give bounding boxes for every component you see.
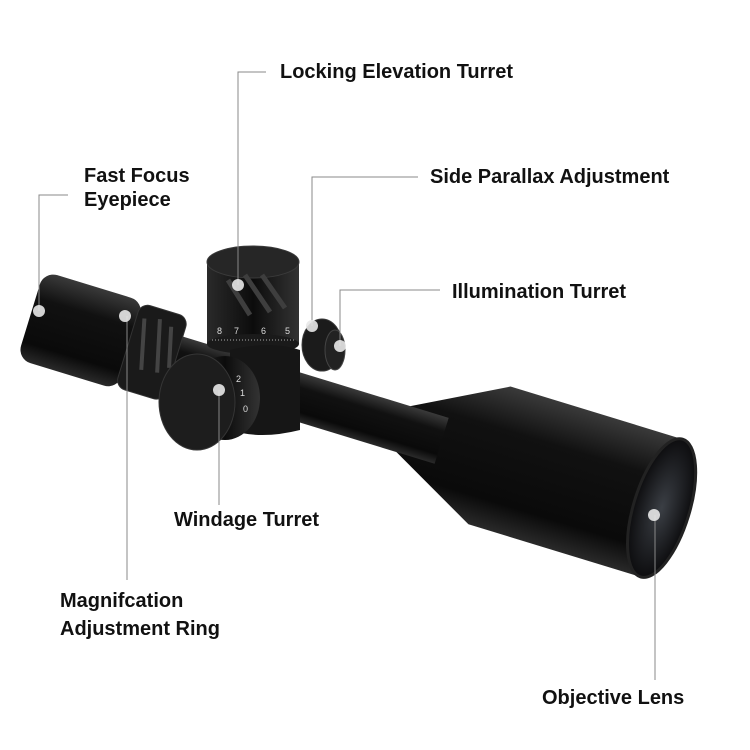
turret-number: 5 [285,326,290,336]
eyepiece [20,274,141,387]
objective-lens [626,437,698,579]
label-windage-turret: Windage Turret [174,509,320,531]
label-eyepiece-line2: Eyepiece [84,189,171,211]
label-side-parallax: Side Parallax Adjustment [430,166,670,188]
turret-number: 6 [261,326,266,336]
label-magnification-line2: Adjustment Ring [60,618,220,640]
windage-number: 0 [243,404,248,414]
leader-lines [38,71,656,680]
elevation-cap [206,245,300,279]
windage-number: 2 [236,374,241,384]
callout-dots [33,279,660,521]
turret-number: 7 [234,326,239,336]
label-illumination-turret: Illumination Turret [452,281,627,303]
label-elevation-turret: Locking Elevation Turret [280,61,513,83]
label-objective-lens: Objective Lens [542,687,685,709]
objective-bell [396,386,683,577]
windage-number: 1 [240,388,245,398]
label-eyepiece-line1: Fast Focus [84,165,190,187]
label-magnification-line1: Magnifcation [60,590,184,612]
turret-number: 8 [217,326,222,336]
windage-cap [158,353,236,451]
